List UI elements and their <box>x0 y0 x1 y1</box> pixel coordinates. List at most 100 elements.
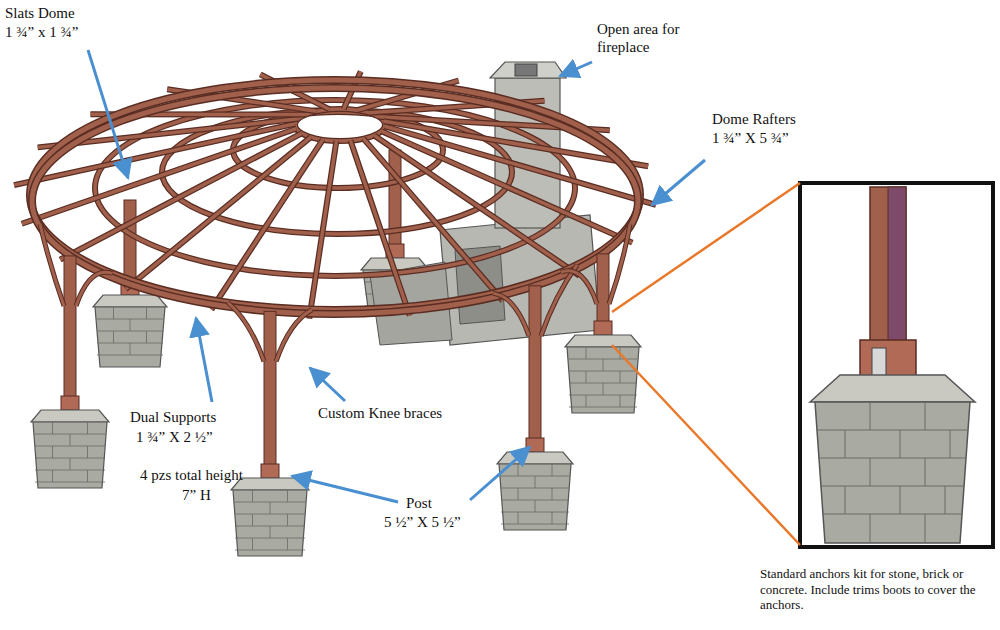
trim-boot <box>860 340 916 380</box>
brick-joint <box>87 446 88 458</box>
trim-boot <box>61 396 79 410</box>
brick-joint <box>603 383 604 395</box>
post <box>529 286 541 452</box>
stone-pier <box>95 307 165 367</box>
knee-brace <box>561 271 597 304</box>
dome-rafter <box>211 140 322 310</box>
detail-pier-cap <box>810 375 975 402</box>
brick-joint <box>70 434 71 446</box>
pier-cap <box>565 335 641 347</box>
knee-brace <box>40 224 64 306</box>
pier-cap <box>31 410 109 422</box>
brick-joint <box>518 488 519 500</box>
brick-joint <box>287 538 288 550</box>
note: 4 pzs total height <box>140 466 243 484</box>
brick-joint <box>146 331 147 343</box>
brick-joint <box>87 422 88 434</box>
brick-joint <box>52 422 53 434</box>
label: Custom Knee braces <box>318 404 442 422</box>
brick-joint <box>130 319 131 331</box>
dome-rafter <box>309 141 336 319</box>
brick-joint <box>586 347 587 359</box>
anchor-detail <box>800 183 993 547</box>
dual-support <box>30 80 640 310</box>
knee-brace <box>609 224 630 304</box>
brick-joint <box>113 331 114 343</box>
knee-brace <box>541 265 577 336</box>
trim-boot <box>594 321 612 335</box>
brick-joint <box>252 490 253 502</box>
knee-brace <box>276 310 312 362</box>
brick-line <box>235 550 305 551</box>
brick-joint <box>586 395 587 407</box>
dome-rafter <box>309 141 336 319</box>
brick-joint <box>518 464 519 476</box>
brick-joint <box>535 500 536 512</box>
leader-lines <box>88 50 705 502</box>
knee-brace <box>40 224 64 306</box>
brick-joint <box>586 371 587 383</box>
brick-joint <box>87 470 88 482</box>
knee-brace <box>228 303 264 362</box>
brick-line <box>501 524 569 525</box>
label: Slats Dome <box>5 4 75 22</box>
stone-pier <box>567 347 639 413</box>
label: Dual Supports <box>130 408 216 426</box>
stone-pier <box>33 422 107 488</box>
note: Standard anchors kit for stone, brick or… <box>760 566 996 613</box>
label: Post <box>406 494 432 512</box>
brick-joint <box>552 488 553 500</box>
brick-joint <box>146 307 147 319</box>
brick-joint <box>518 512 519 524</box>
knee-brace <box>276 310 312 362</box>
brick-joint <box>52 470 53 482</box>
post <box>64 256 76 410</box>
dimension: 1 ¾” x 1 ¾” <box>5 23 78 41</box>
dimension: 1 ¾” X 5 ¾” <box>712 129 789 147</box>
dome-rafter <box>374 135 579 275</box>
dimension: 7” H <box>182 486 211 504</box>
dimension: 1 ¾” X 2 ½” <box>136 428 213 446</box>
knee-brace <box>228 303 264 362</box>
brick-joint <box>270 526 271 538</box>
anchor-plate <box>872 348 886 378</box>
brick-joint <box>287 490 288 502</box>
brick-joint <box>620 395 621 407</box>
brick-joint <box>603 359 604 371</box>
stone-pier <box>499 464 571 530</box>
knee-brace <box>561 271 597 304</box>
brick-joint <box>252 514 253 526</box>
dual-support <box>32 88 638 314</box>
detail-pier <box>815 402 970 543</box>
knee-brace <box>76 272 112 306</box>
brick-joint <box>270 502 271 514</box>
knee-brace <box>541 265 577 336</box>
dome-rafter <box>350 141 409 316</box>
brick-joint <box>70 458 71 470</box>
dome-rafter <box>350 141 409 316</box>
knee-brace <box>493 293 529 335</box>
brick-joint <box>52 446 53 458</box>
post <box>264 311 276 478</box>
detail-bricks <box>816 402 968 543</box>
label: Dome Rafters <box>712 110 796 128</box>
dome-rafter <box>374 135 579 275</box>
brick-line <box>569 407 637 408</box>
brick-joint <box>287 514 288 526</box>
knee-brace <box>609 224 630 304</box>
brick-joint <box>535 476 536 488</box>
brick-joint <box>252 538 253 550</box>
zoom-lines <box>612 183 800 545</box>
label: Open area for fireplace <box>597 20 705 56</box>
pier-cap <box>93 295 167 307</box>
dome-rafter <box>211 140 322 310</box>
brick-joint <box>130 343 131 355</box>
chimney-cap <box>490 62 566 78</box>
dome-rafter <box>363 139 502 301</box>
brick-joint <box>552 512 553 524</box>
pier-cap <box>497 452 573 464</box>
dual-support <box>32 88 638 314</box>
brick-joint <box>620 371 621 383</box>
brick-joint <box>113 307 114 319</box>
